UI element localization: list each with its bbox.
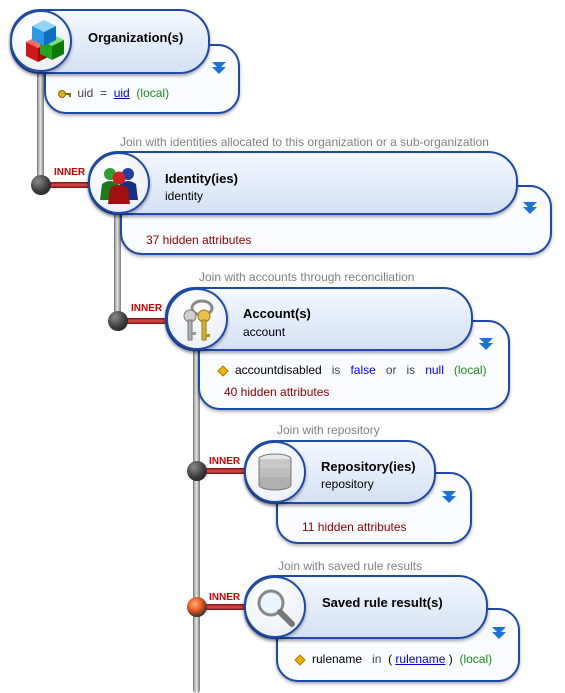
account-filter-row: accountdisabled is false or is null (loc… [217, 363, 487, 377]
account-title: Account(s) [243, 306, 311, 321]
join-caption-saved-rule: Join with saved rule results [278, 559, 423, 573]
attribute-name: uid [77, 86, 94, 100]
database-icon [258, 453, 292, 491]
expand-arrow-icon[interactable] [210, 61, 228, 75]
connector-rod-1 [37, 62, 44, 188]
magnifier-icon [257, 589, 295, 627]
uid-attribute-row: uid = uid (local) [58, 86, 169, 100]
filter-value-link[interactable]: rulename [395, 652, 446, 666]
expand-arrow-icon[interactable] [477, 337, 495, 351]
filter-close-paren: ) [448, 652, 453, 666]
colored-cubes-icon [26, 20, 64, 62]
join-type-saved-rule: INNER [209, 592, 241, 603]
inner-link-saved-rule [197, 604, 253, 610]
inner-link-account [118, 318, 174, 324]
account-icon-circle [166, 288, 228, 350]
join-type-account: INNER [131, 303, 163, 314]
account-subtitle: account [243, 325, 286, 339]
join-caption-repository: Join with repository [277, 423, 380, 437]
organization-title: Organization(s) [88, 30, 184, 45]
filter-attribute: accountdisabled [235, 363, 322, 377]
attribute-operator: = [100, 86, 108, 100]
filter-bullet-icon [294, 654, 306, 666]
repository-title: Repository(ies) [321, 459, 416, 474]
junction-account [108, 311, 128, 331]
hidden-attributes-identity[interactable]: 37 hidden attributes [146, 233, 252, 247]
keys-icon [183, 299, 214, 341]
filter-value-false: false [350, 363, 376, 377]
join-type-identity: INNER [54, 167, 86, 178]
filter-scope: (local) [453, 363, 487, 377]
connector-rod-2 [114, 205, 121, 323]
filter-is: is [406, 363, 416, 377]
expand-arrow-icon[interactable] [440, 490, 458, 504]
saved-rule-icon-circle [244, 576, 306, 638]
join-caption-account: Join with accounts through reconciliatio… [199, 270, 415, 284]
filter-value-null: null [425, 363, 444, 377]
attribute-value-link[interactable]: uid [113, 86, 130, 100]
attribute-scope: (local) [136, 86, 170, 100]
expand-arrow-icon[interactable] [490, 626, 508, 640]
inner-link-identity [40, 182, 96, 188]
filter-open-paren: ( [388, 652, 393, 666]
identity-icon-circle [88, 152, 150, 214]
saved-rule-title: Saved rule result(s) [322, 595, 443, 610]
join-caption-identity: Join with identities allocated to this o… [120, 135, 489, 149]
filter-scope: (local) [459, 652, 493, 666]
repository-icon-circle [244, 441, 306, 503]
saved-rule-filter-row: rulename in ( rulename ) (local) [294, 652, 493, 666]
filter-in: in [372, 652, 382, 666]
organization-icon-circle [10, 10, 72, 72]
identity-subtitle: identity [165, 189, 204, 203]
junction-saved-rule [187, 597, 207, 617]
hidden-attributes-account[interactable]: 40 hidden attributes [224, 385, 330, 399]
filter-attribute: rulename [312, 652, 363, 666]
identity-title: Identity(ies) [165, 171, 238, 186]
filter-bullet-icon [217, 365, 229, 377]
expand-arrow-icon[interactable] [521, 201, 539, 215]
repository-subtitle: repository [321, 477, 374, 491]
join-type-repository: INNER [209, 456, 241, 467]
people-icon [100, 168, 138, 204]
inner-link-repository [197, 468, 253, 474]
connector-rod-3 [193, 345, 200, 693]
key-icon [58, 88, 72, 100]
junction-repository [187, 461, 207, 481]
hidden-attributes-repository[interactable]: 11 hidden attributes [302, 520, 407, 534]
filter-or: or [385, 363, 397, 377]
identity-header[interactable] [88, 151, 518, 215]
filter-is: is [331, 363, 341, 377]
junction-identity [31, 175, 51, 195]
